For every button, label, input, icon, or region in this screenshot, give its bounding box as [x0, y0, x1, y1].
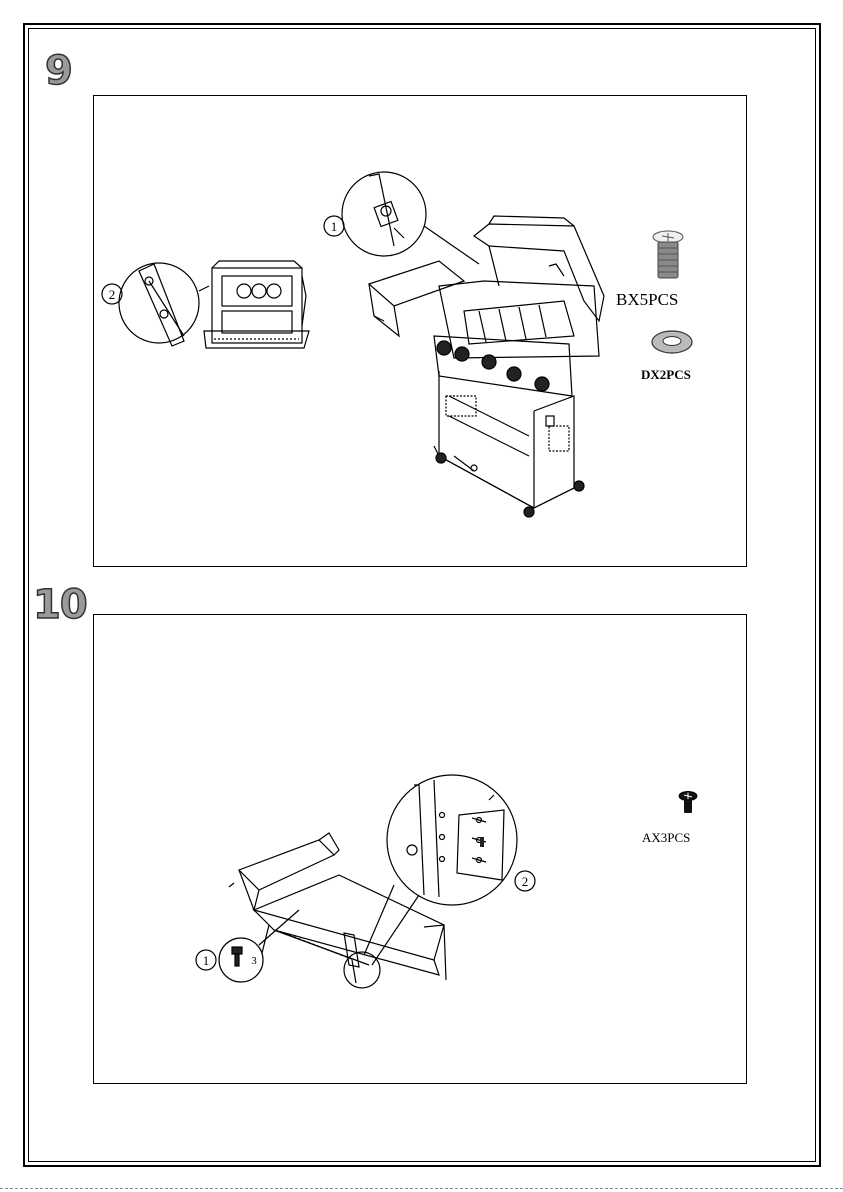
- callout-1-label: 1: [331, 219, 338, 234]
- callout-1-label: 1: [203, 953, 210, 968]
- step-9-panel: 2 1: [93, 95, 747, 567]
- bolt-icon: [677, 790, 699, 816]
- step-10-illustration: 1 3 2: [94, 615, 748, 1085]
- hardware-label-bx: BX5PCS: [616, 290, 678, 310]
- detail-circle-1: [342, 172, 426, 256]
- step-number-10: 10: [33, 582, 87, 628]
- detail-circle-2: [387, 775, 517, 905]
- callout-2-label: 2: [522, 874, 529, 889]
- page-bottom-edge: [0, 1188, 843, 1189]
- screw-icon: [648, 228, 688, 284]
- detail-circle-2: [119, 263, 199, 343]
- washer-icon: [650, 328, 694, 356]
- hardware-label-dx: DX2PCS: [641, 367, 691, 383]
- hardware-label-ax: AX3PCS: [642, 830, 690, 846]
- callout-2-label: 2: [109, 287, 116, 302]
- step-number-9: 9: [45, 48, 72, 94]
- callout-quantity-label: 3: [251, 955, 257, 967]
- step-10-panel: 1 3 2: [93, 614, 747, 1084]
